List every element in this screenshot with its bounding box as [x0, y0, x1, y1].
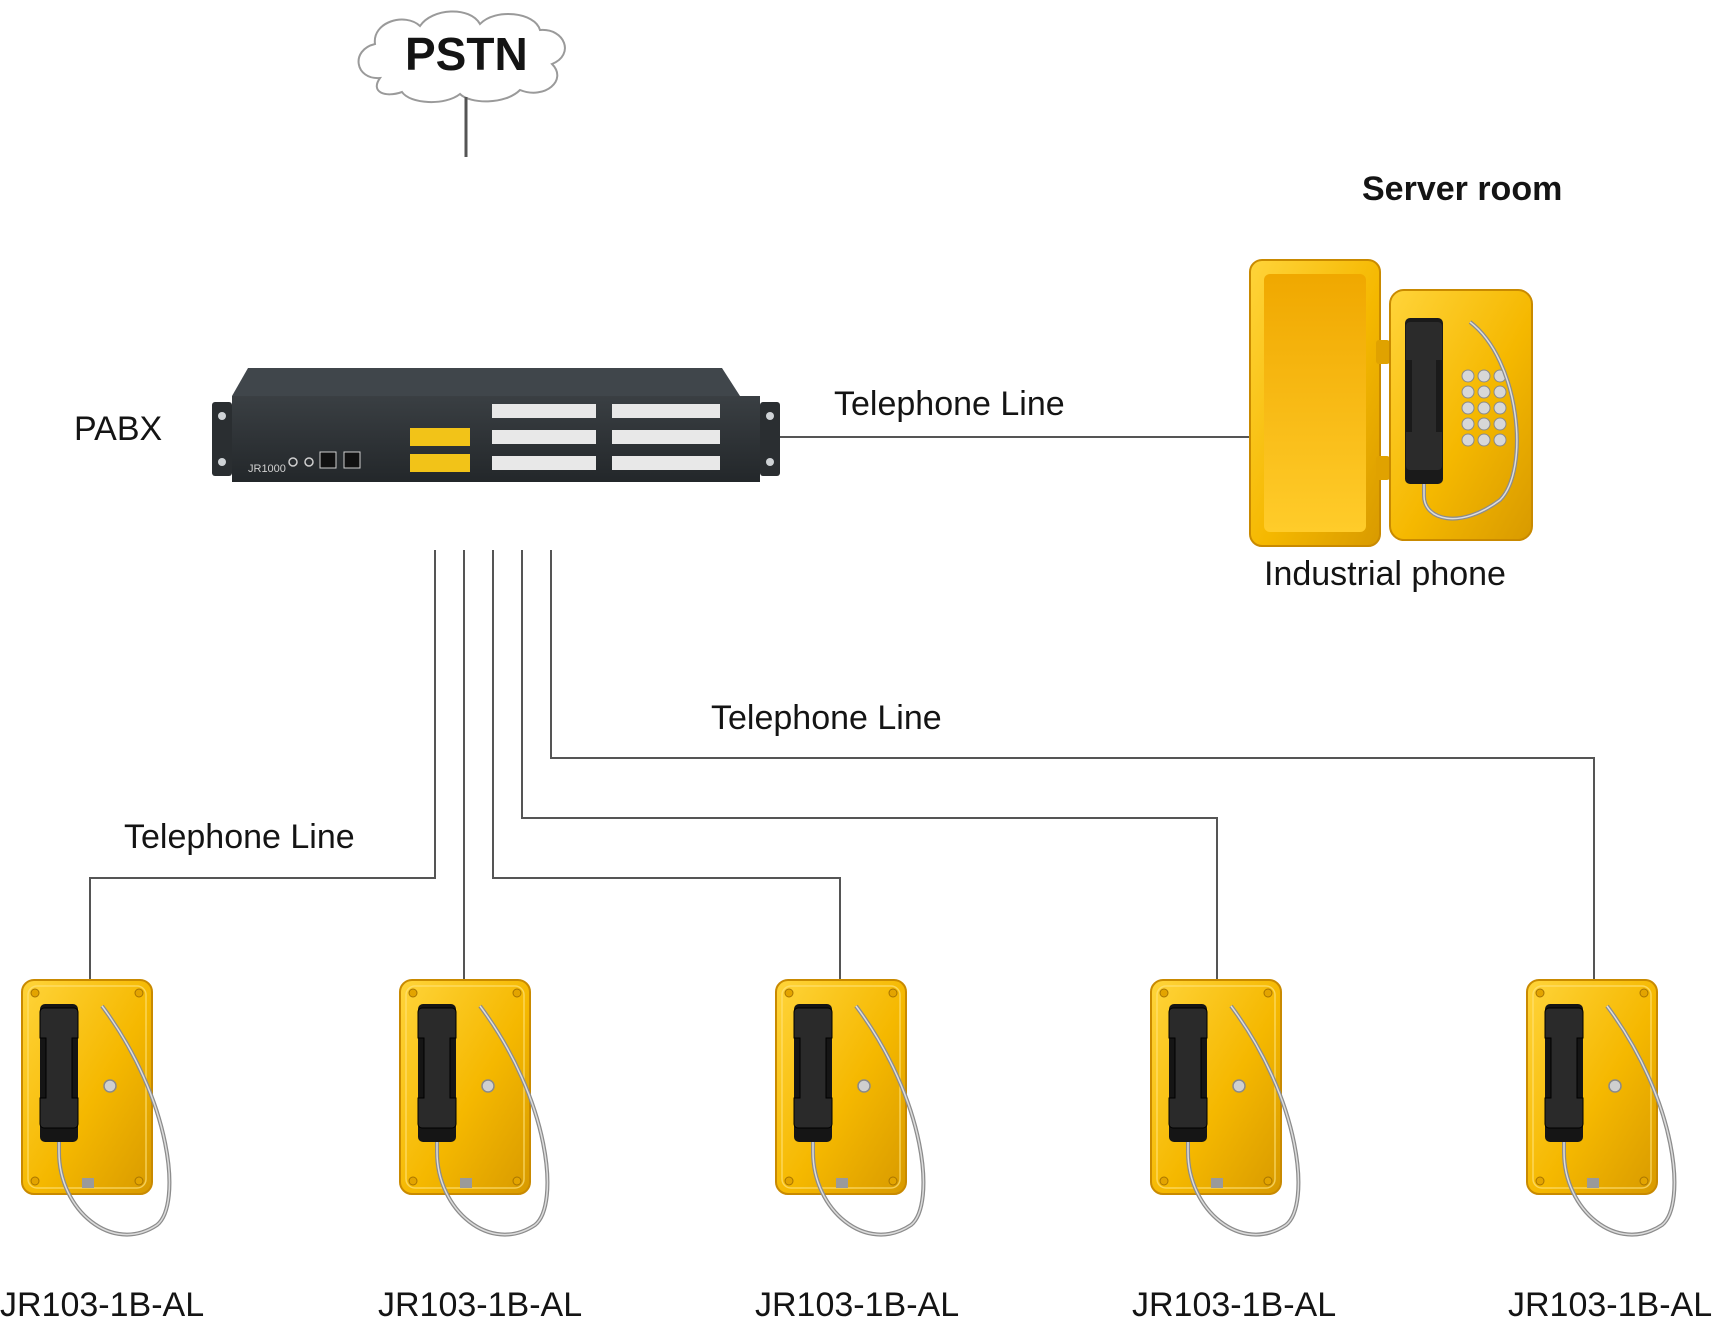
industrial-phone-open [1249, 259, 1533, 547]
telephone-lines [89, 436, 1595, 980]
trunk-ports [410, 428, 470, 472]
left-line-label: Telephone Line [124, 818, 355, 856]
industrial-phone-label: Industrial phone [1264, 555, 1506, 593]
server-room-title: Server room [1362, 170, 1563, 208]
phone-3-label: JR103-1B-AL [755, 1286, 960, 1324]
phone-5-image [1525, 978, 1677, 1237]
phone-1-label: JR103-1B-AL [0, 1286, 205, 1324]
keypad [1461, 369, 1507, 447]
extension-ports [492, 404, 720, 470]
phone-3-image [774, 978, 926, 1237]
phone-1-image [20, 978, 172, 1237]
pstn-label: PSTN [405, 28, 528, 80]
phone-4-image [1149, 978, 1301, 1237]
pabx-label: PABX [74, 410, 163, 448]
phone-2-label: JR103-1B-AL [378, 1286, 583, 1324]
middle-line-label: Telephone Line [711, 699, 942, 737]
line-to-phone-3 [492, 550, 841, 980]
pabx-model-text: JR1000 [248, 463, 286, 475]
phone-2-image [398, 978, 550, 1237]
phone-5-label: JR103-1B-AL [1508, 1286, 1712, 1324]
pabx-device: JR1000 [212, 368, 780, 482]
line-to-phone-5 [550, 550, 1595, 980]
line-to-phone-4 [521, 550, 1218, 980]
server-line-label: Telephone Line [834, 385, 1065, 423]
line-to-phone-1 [89, 550, 436, 980]
pstn-cloud [357, 10, 566, 104]
phone-4-label: JR103-1B-AL [1132, 1286, 1337, 1324]
